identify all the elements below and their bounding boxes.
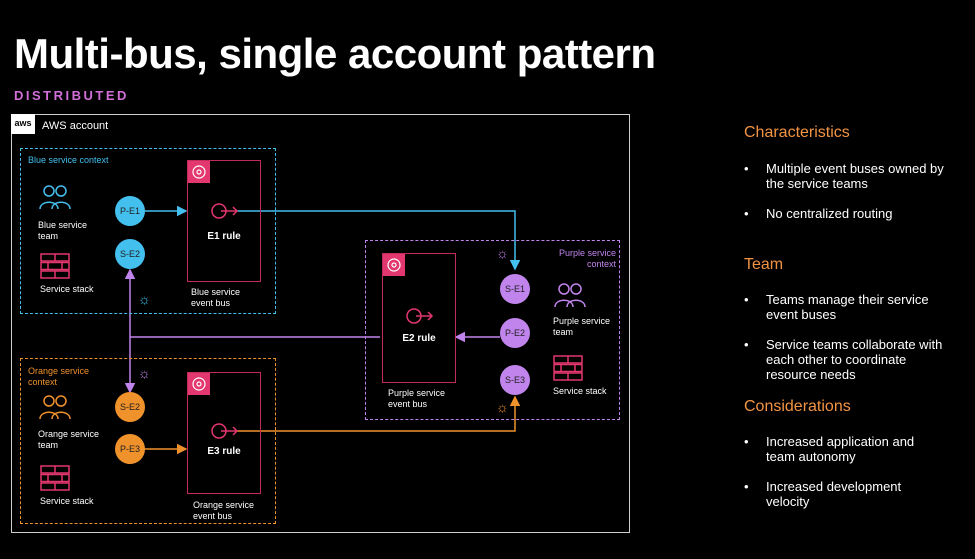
arrow-e3-to-se3 [236, 395, 521, 432]
characteristics-list: Multiple event buses owned by the servic… [744, 161, 944, 236]
people-icon [554, 283, 586, 308]
event-bus-icon [188, 161, 210, 183]
considerations-list: Increased application and team autonomy … [744, 434, 944, 524]
list-item: Teams manage their service event buses [744, 292, 959, 322]
event-bus-icon [188, 373, 210, 395]
blue-stack-label: Service stack [40, 284, 94, 294]
service-stack-icon [553, 355, 583, 381]
orange-event-bus [187, 372, 261, 494]
service-stack-icon [40, 253, 70, 279]
e1-rule-label: E1 rule [207, 231, 241, 242]
aws-logo-icon: aws [11, 114, 35, 134]
blue-event-bus [187, 160, 261, 282]
blue-node-se2: S-E2 [115, 239, 145, 269]
list-item: Multiple event buses owned by the servic… [744, 161, 944, 191]
orange-team-label: Orange service team [38, 429, 100, 450]
orange-bus-label: Orange service event bus [193, 500, 255, 521]
page-subtitle: DISTRIBUTED [14, 88, 129, 103]
page-title: Multi-bus, single account pattern [14, 30, 656, 77]
people-icon [39, 395, 71, 420]
team-heading: Team [744, 256, 784, 273]
purple-service-context [365, 240, 620, 420]
rule-icon [211, 203, 239, 219]
purple-team-label: Purple service team [553, 316, 611, 337]
orange-node-se2: S-E2 [115, 392, 145, 422]
considerations-heading: Considerations [744, 398, 851, 415]
purple-bus-label: Purple service event bus [388, 388, 446, 409]
purple-node-pe2: P-E2 [500, 318, 530, 348]
aws-account-label: AWS account [42, 120, 109, 132]
orange-service-context [20, 358, 276, 524]
list-item: No centralized routing [744, 206, 944, 221]
rule-icon [211, 423, 239, 439]
blue-context-label: Blue service context [28, 155, 109, 165]
rule-icon [406, 308, 434, 324]
list-item: Service teams collaborate with each othe… [744, 337, 959, 382]
blue-service-context [20, 148, 276, 314]
characteristics-heading: Characteristics [744, 124, 850, 141]
purple-stack-label: Service stack [553, 386, 607, 396]
purple-node-se1: S-E1 [500, 274, 530, 304]
e2-rule-label: E2 rule [402, 333, 436, 344]
orange-stack-label: Service stack [40, 496, 94, 506]
people-icon [39, 185, 71, 210]
e3-rule-label: E3 rule [207, 446, 241, 457]
orange-context-label: Orange service context [28, 366, 90, 387]
sun-icon: ☼ [138, 365, 151, 381]
purple-event-bus [382, 253, 456, 383]
orange-node-pe3: P-E3 [115, 434, 145, 464]
service-stack-icon [40, 465, 70, 491]
list-item: Increased application and team autonomy [744, 434, 944, 464]
purple-node-se3: S-E3 [500, 365, 530, 395]
sun-icon: ☼ [496, 245, 509, 261]
team-list: Teams manage their service event buses S… [744, 292, 959, 397]
purple-context-label: Purple service context [558, 248, 616, 269]
sun-icon: ☼ [138, 291, 151, 307]
sun-icon: ☼ [496, 399, 509, 415]
event-bus-icon [383, 254, 405, 276]
blue-bus-label: Blue service event bus [191, 287, 241, 308]
list-item: Increased development velocity [744, 479, 944, 509]
blue-node-pe1: P-E1 [115, 196, 145, 226]
aws-account-box [11, 114, 630, 533]
arrow-e1-to-se1 [236, 210, 521, 271]
blue-team-label: Blue service team [38, 220, 88, 241]
